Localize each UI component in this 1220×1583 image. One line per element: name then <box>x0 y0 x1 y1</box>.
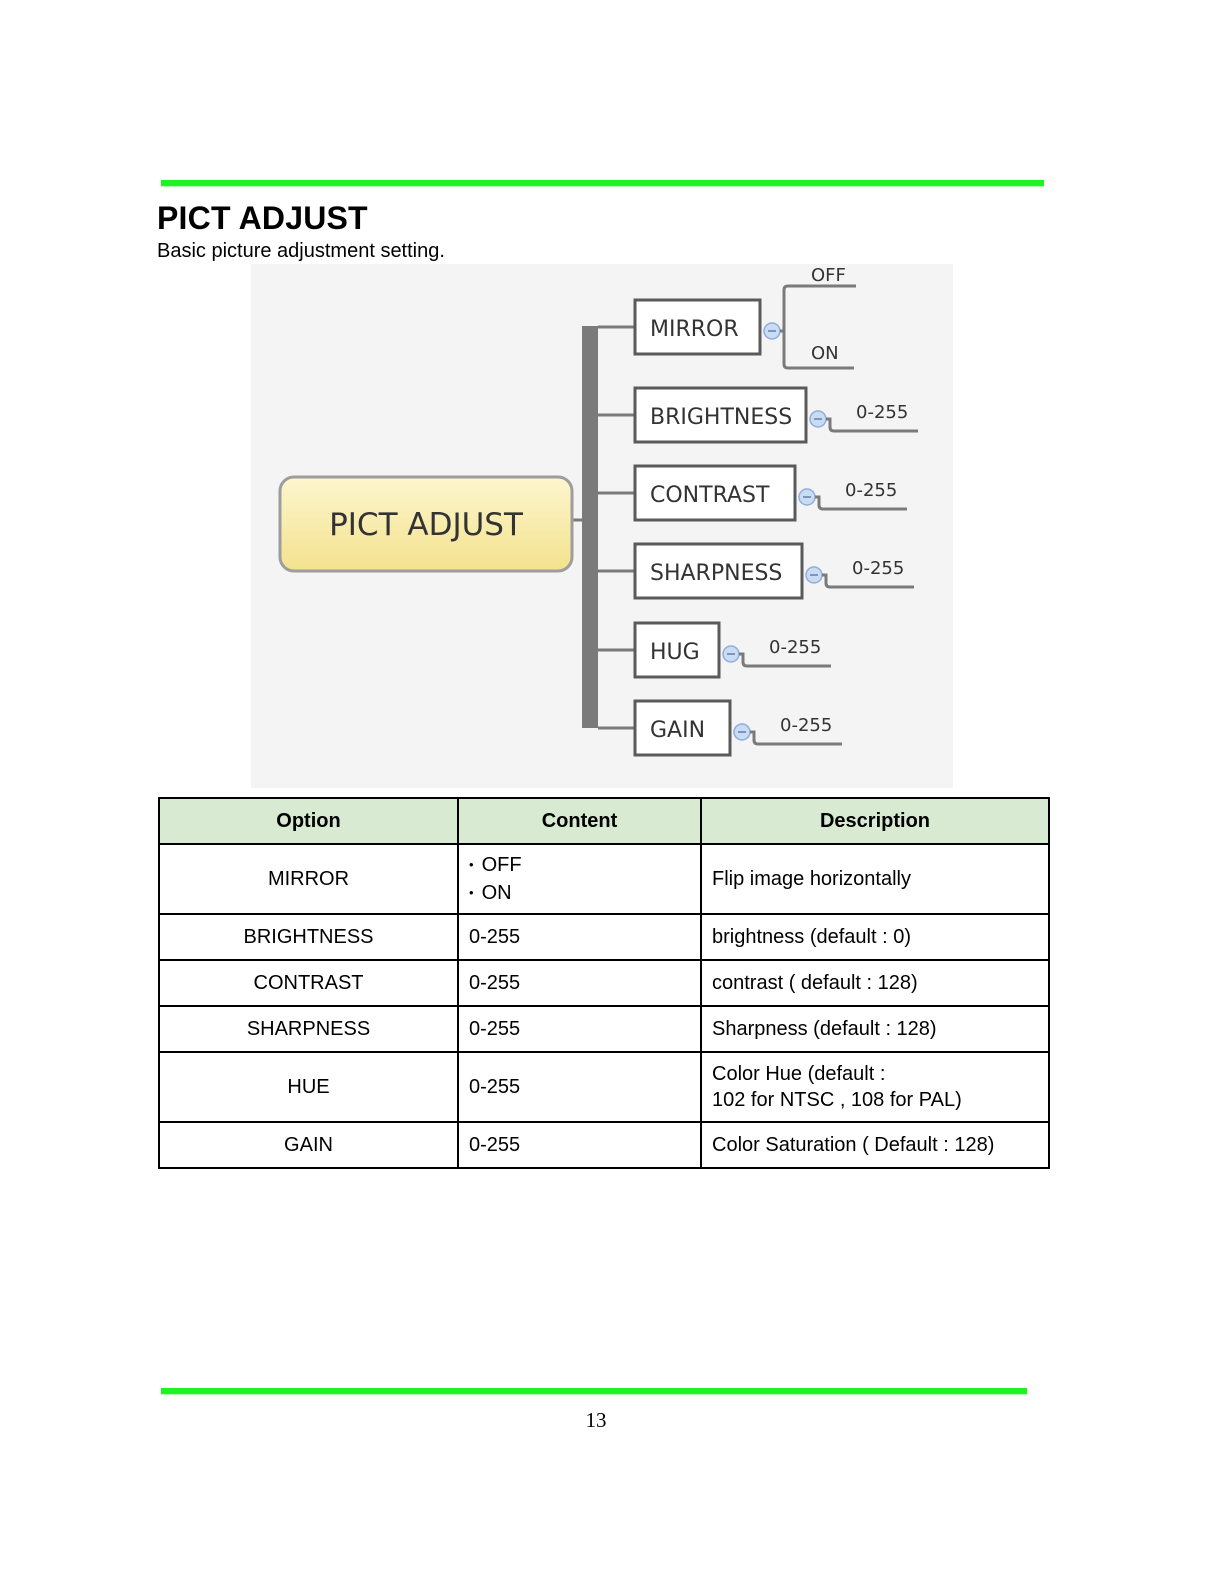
cell-content: 0-255 <box>457 1005 702 1053</box>
value-label: 0-255 <box>769 637 821 658</box>
branch-node-1 <box>633 386 808 444</box>
description-line: contrast ( default : 128) <box>712 972 918 994</box>
value-label: 0-255 <box>852 558 904 579</box>
header-rule <box>161 180 1044 186</box>
cell-option: BRIGHTNESS <box>158 913 459 961</box>
value-label: 0-255 <box>845 480 897 501</box>
page-subtitle: Basic picture adjustment setting. <box>157 240 445 262</box>
value-connector <box>739 652 831 668</box>
page-title: PICT ADJUST <box>157 200 368 236</box>
value-label: ON <box>811 343 839 364</box>
branch-trunk <box>582 326 598 728</box>
branch-label-3: SHARPNESS <box>650 561 782 586</box>
content-bullet-item: OFF <box>469 851 690 879</box>
header-content: Content <box>457 797 702 845</box>
branch-node-5 <box>633 699 732 757</box>
root-node-label: PICT ADJUST <box>329 507 524 543</box>
branch-label-0: MIRROR <box>650 317 739 342</box>
cell-option: HUE <box>158 1051 459 1123</box>
cell-option: GAIN <box>158 1121 459 1169</box>
value-connector <box>780 284 856 333</box>
cell-option: SHARPNESS <box>158 1005 459 1053</box>
description-line: brightness (default : 0) <box>712 926 911 948</box>
value-label: 0-255 <box>780 715 832 736</box>
value-connector <box>750 730 842 746</box>
cell-description: brightness (default : 0) <box>700 913 1050 961</box>
table-row: MIRROROFFONFlip image horizontally <box>158 843 1050 915</box>
branch-node-3 <box>633 542 804 600</box>
description-line: Flip image horizontally <box>712 868 911 890</box>
value-label: 0-255 <box>856 402 908 423</box>
root-node <box>278 475 574 573</box>
cell-description: Color Saturation ( Default : 128) <box>700 1121 1050 1169</box>
branch-node-2 <box>633 464 797 522</box>
cell-option: MIRROR <box>158 843 459 915</box>
branch-label-5: GAIN <box>650 718 705 743</box>
table-header-row: Option Content Description <box>158 797 1050 845</box>
cell-content: 0-255 <box>457 1051 702 1123</box>
value-label: OFF <box>811 265 846 286</box>
value-connector <box>815 495 907 511</box>
cell-description: contrast ( default : 128) <box>700 959 1050 1007</box>
header-option: Option <box>158 797 459 845</box>
description-line: Color Saturation ( Default : 128) <box>712 1134 995 1156</box>
description-line: 102 for NTSC , 108 for PAL) <box>712 1089 962 1111</box>
cell-option: CONTRAST <box>158 959 459 1007</box>
table-body: MIRROROFFONFlip image horizontallyBRIGHT… <box>158 843 1050 1169</box>
value-connector <box>826 417 918 433</box>
cell-content: 0-255 <box>457 1121 702 1169</box>
description-line: Color Hue (default : <box>712 1063 886 1085</box>
cell-content: 0-255 <box>457 913 702 961</box>
branch-node-4 <box>633 621 721 679</box>
cell-content: 0-255 <box>457 959 702 1007</box>
value-connector <box>782 331 854 370</box>
value-connector <box>822 573 914 589</box>
cell-description: Flip image horizontally <box>700 843 1050 915</box>
description-line: Sharpness (default : 128) <box>712 1018 937 1040</box>
branch-label-1: BRIGHTNESS <box>650 405 792 430</box>
branch-label-4: HUG <box>650 640 700 665</box>
footer-rule <box>161 1388 1027 1394</box>
options-table: Option Content Description MIRROROFFONFl… <box>158 797 1050 1169</box>
branch-label-2: CONTRAST <box>650 483 770 508</box>
cell-description: Sharpness (default : 128) <box>700 1005 1050 1053</box>
header-description: Description <box>700 797 1050 845</box>
cell-description: Color Hue (default : 102 for NTSC , 108 f… <box>700 1051 1050 1123</box>
branch-node-0 <box>633 298 762 356</box>
page-number: 13 <box>585 1408 607 1432</box>
content-bullet-item: ON <box>469 879 690 907</box>
